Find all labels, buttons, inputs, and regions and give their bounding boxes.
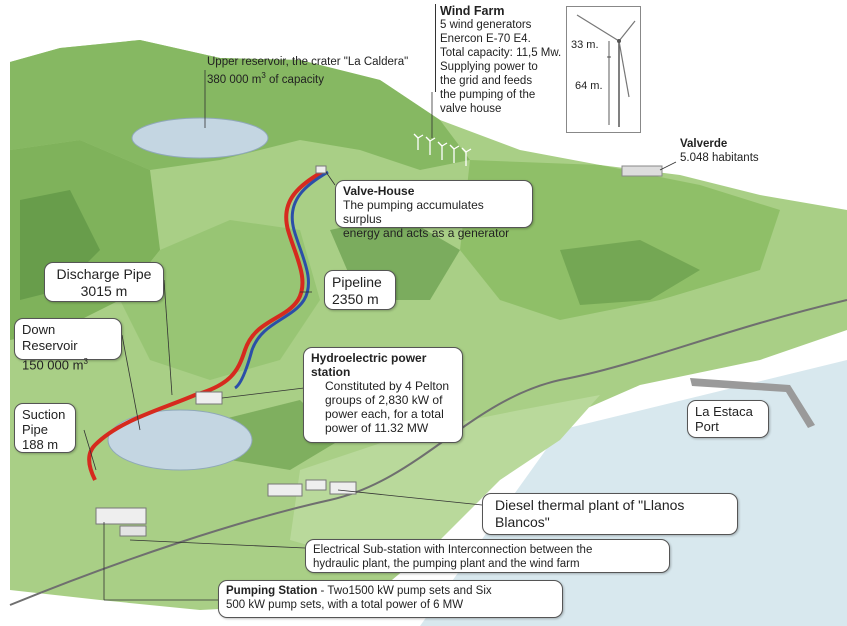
pumping-station-line1: Pumping Station - Two1500 kW pump sets a… <box>226 584 555 598</box>
substation-callout: Electrical Sub-station with Interconnect… <box>305 539 670 573</box>
upper-reservoir-label: Upper reservoir, the crater "La Caldera"… <box>207 55 437 87</box>
hydro-station-title-2: station <box>311 365 455 379</box>
hydro-station-line: groups of 2,830 kW of <box>325 393 455 407</box>
valve-house-building <box>316 166 326 173</box>
valve-house-line2: energy and acts as a generator <box>343 226 525 240</box>
wind-farm-line: 5 wind generators <box>440 18 565 32</box>
pipeline-callout: Pipeline 2350 m <box>324 270 396 310</box>
pumping-building <box>96 508 146 524</box>
hydro-station-line: Constituted by 4 Pelton <box>325 379 455 393</box>
lower-reservoir <box>108 410 252 470</box>
port-name: La Estaca <box>695 404 761 419</box>
pipeline-title: Pipeline <box>332 274 388 291</box>
port-callout: La Estaca Port <box>687 400 769 438</box>
wind-farm-label: Wind Farm 5 wind generators Enercon E-70… <box>440 4 565 116</box>
wind-farm-line: the pumping of the <box>440 88 565 102</box>
turbine-diagram-art <box>567 7 640 132</box>
wind-farm-line: Total capacity: 11,5 Mw. <box>440 46 565 60</box>
upper-reservoir-capacity: 380 000 m3 of capacity <box>207 69 437 87</box>
turbine-diagram: 33 m. 64 m. <box>566 6 641 133</box>
wind-farm-line: valve house <box>440 102 565 116</box>
wind-farm-line: Supplying power to <box>440 60 565 74</box>
discharge-pipe-callout: Discharge Pipe 3015 m <box>44 262 164 302</box>
discharge-pipe-title: Discharge Pipe <box>52 266 156 283</box>
upper-reservoir-line1: Upper reservoir, the crater "La Caldera" <box>207 55 437 69</box>
down-reservoir-callout: Down Reservoir 150 000 m3 <box>14 318 122 360</box>
down-reservoir-title: Down Reservoir <box>22 322 114 354</box>
pipeline-length: 2350 m <box>332 291 388 308</box>
pumping-station-title: Pumping Station <box>226 585 317 597</box>
substation-building <box>120 526 146 536</box>
tower-height-label: 64 m. <box>575 79 603 93</box>
valverde-label: Valverde 5.048 habitants <box>680 137 759 165</box>
valve-house-line1: The pumping accumulates surplus <box>343 198 525 226</box>
discharge-pipe-length: 3015 m <box>52 283 156 300</box>
hydro-station-details: Constituted by 4 Pelton groups of 2,830 … <box>311 379 455 435</box>
suction-pipe-line2: Pipe <box>22 422 68 437</box>
diesel-building-2 <box>306 480 326 490</box>
hydro-station-title-1: Hydroelectric power <box>311 351 455 365</box>
wind-farm-line: the grid and feeds <box>440 74 565 88</box>
substation-line1: Electrical Sub-station with Interconnect… <box>313 543 662 557</box>
hydro-station-callout: Hydroelectric power station Constituted … <box>303 347 463 443</box>
diesel-building-1 <box>268 484 302 496</box>
hub-height-label: 33 m. <box>571 38 599 52</box>
valve-house-title: Valve-House <box>343 184 525 198</box>
hydro-building <box>196 392 222 404</box>
hydro-station-line: power of 11.32 MW <box>325 421 455 435</box>
pumping-station-callout: Pumping Station - Two1500 kW pump sets a… <box>218 580 563 618</box>
diesel-plant-callout: Diesel thermal plant of "Llanos Blancos" <box>482 493 738 535</box>
valverde-town <box>622 166 662 176</box>
suction-pipe-length: 188 m <box>22 437 68 452</box>
wind-farm-title: Wind Farm <box>440 4 565 18</box>
upper-reservoir <box>132 118 268 158</box>
port-label: Port <box>695 419 761 434</box>
hydro-station-line: power each, for a total <box>325 407 455 421</box>
diesel-building-3 <box>330 482 356 494</box>
valverde-population: 5.048 habitants <box>680 151 759 165</box>
diesel-plant-line1: Diesel thermal plant of "Llanos <box>495 497 730 514</box>
wind-farm-line: Enercon E-70 E4. <box>440 32 565 46</box>
suction-pipe-line1: Suction <box>22 407 68 422</box>
pumping-station-line2: 500 kW pump sets, with a total power of … <box>226 598 555 612</box>
diesel-plant-line2: Blancos" <box>495 514 730 531</box>
valverde-title: Valverde <box>680 137 759 151</box>
valve-house-callout: Valve-House The pumping accumulates surp… <box>335 180 533 228</box>
substation-line2: hydraulic plant, the pumping plant and t… <box>313 557 662 571</box>
down-reservoir-capacity: 150 000 m3 <box>22 354 114 373</box>
suction-pipe-callout: Suction Pipe 188 m <box>14 403 76 453</box>
